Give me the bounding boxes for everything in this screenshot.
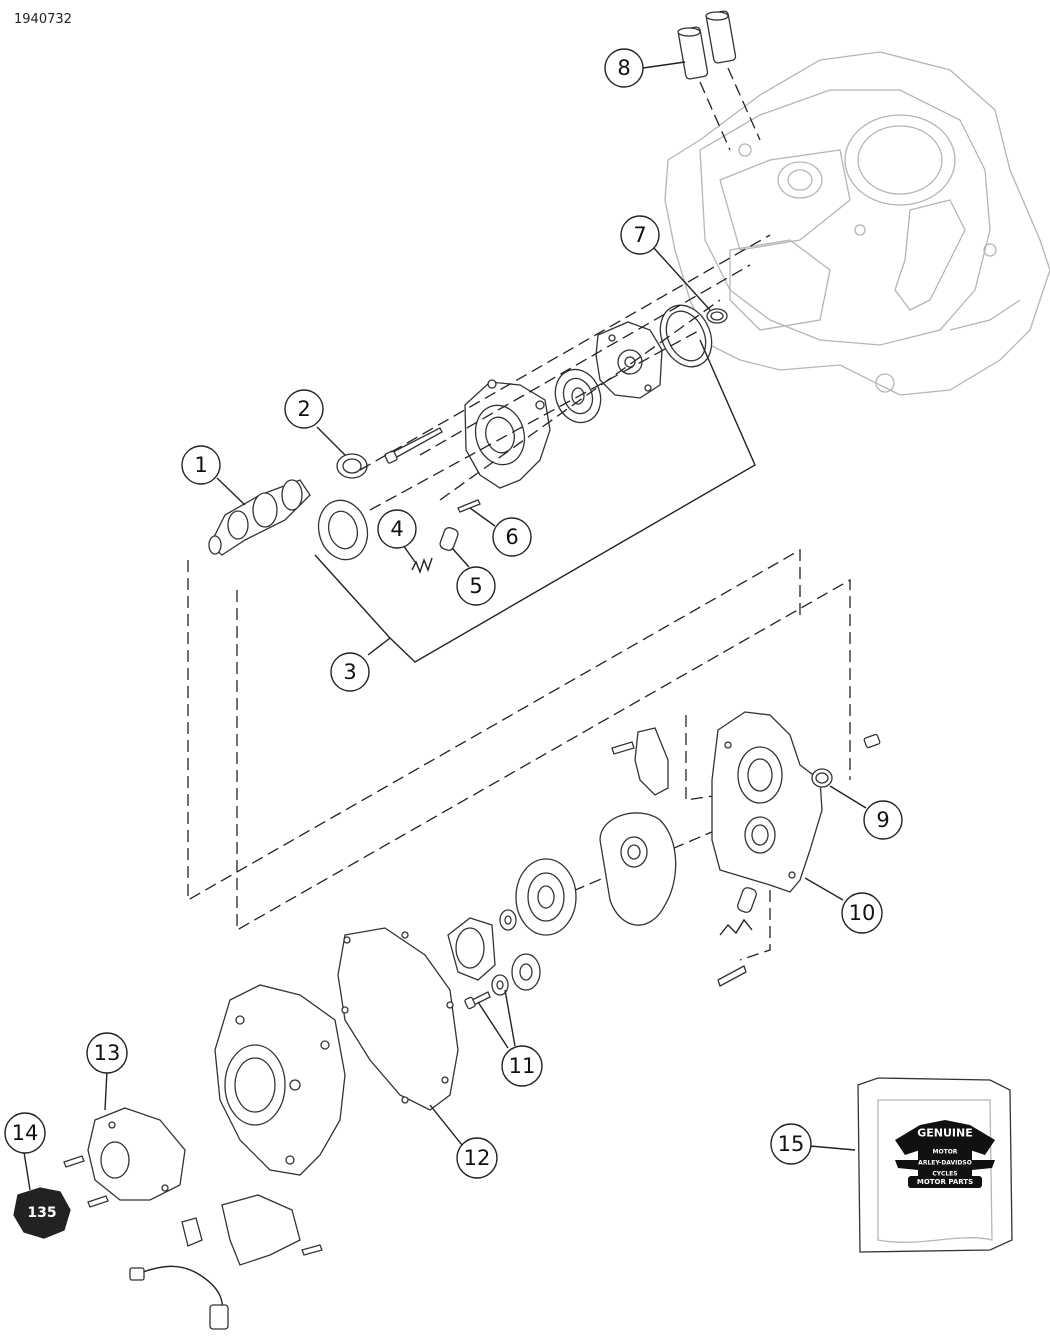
camshaft: [208, 479, 311, 556]
displacement-badge: 135: [13, 1187, 71, 1239]
callout-12: 12: [456, 1137, 498, 1179]
callout-8: 8: [604, 48, 644, 88]
callout-6: 6: [492, 517, 532, 557]
spacer-washer: [499, 909, 517, 931]
outer-trim-cover: [87, 1107, 186, 1201]
plug-fitting: [863, 733, 881, 749]
assembly-dash-lines: [187, 234, 851, 961]
svg-text:14: 14: [12, 1121, 39, 1145]
relief-spring: [411, 557, 433, 575]
callout-14: 14: [4, 1112, 46, 1154]
crank-sprocket: [511, 953, 541, 991]
svg-text:HARLEY-DAVIDSON: HARLEY-DAVIDSON: [913, 1160, 977, 1167]
svg-text:8: 8: [617, 56, 630, 80]
plate-o-ring: [811, 768, 833, 788]
callout-5: 5: [456, 566, 496, 606]
oil-pump-cover: [595, 321, 663, 399]
svg-text:7: 7: [633, 223, 646, 247]
pump-bolt: [384, 427, 443, 464]
callout-3: 3: [330, 652, 370, 692]
svg-text:10: 10: [849, 901, 876, 925]
svg-text:13: 13: [94, 1041, 121, 1065]
svg-text:MOTOR PARTS: MOTOR PARTS: [917, 1178, 973, 1186]
washer-11: [491, 974, 509, 996]
badge-text: 135: [27, 1205, 56, 1221]
svg-text:5: 5: [469, 574, 482, 598]
oil-pump-body: [464, 379, 551, 489]
callout-13: 13: [86, 1032, 128, 1074]
leader-lines: [23, 61, 867, 1191]
chain-tensioner: [611, 727, 669, 796]
dowel-pin: [457, 499, 481, 513]
svg-text:9: 9: [876, 808, 889, 832]
bolt-11: [464, 991, 491, 1010]
rotor-cup: [447, 917, 496, 981]
hydraulic-lifters: [677, 10, 761, 151]
diagram-id-label: 1940732: [14, 12, 72, 27]
callout-11: 11: [501, 1045, 543, 1087]
pump-inner-gear: [317, 499, 369, 561]
sensor-shield: [221, 1194, 301, 1266]
pump-seal-ring: [659, 304, 713, 368]
cam-support-plate: [711, 711, 823, 893]
cam-drive-chain: [599, 812, 677, 926]
cam-cover: [214, 984, 346, 1176]
callout-2: 2: [284, 389, 324, 429]
svg-text:15: 15: [778, 1132, 805, 1156]
svg-text:11: 11: [509, 1054, 536, 1078]
callout-15: 15: [770, 1123, 812, 1165]
callout-4: 4: [377, 509, 417, 549]
callout-1: 1: [181, 445, 221, 485]
cam-position-sensor: [129, 1217, 229, 1330]
lower-spring: [719, 887, 757, 936]
callout-9: 9: [863, 800, 903, 840]
o-ring-small: [706, 308, 728, 324]
trim-screw-lower: [87, 1195, 109, 1208]
genuine-parts-box: GENUINE MOTOR HARLEY-DAVIDSON CYCLES MOT…: [857, 1077, 1013, 1253]
cam-sprocket: [515, 858, 577, 936]
lower-bolt: [717, 965, 747, 987]
genuine-motor-parts-logo: GENUINE MOTOR HARLEY-DAVIDSON CYCLES MOT…: [895, 1120, 995, 1188]
svg-text:2: 2: [297, 397, 310, 421]
trim-screw-upper: [63, 1155, 85, 1168]
svg-text:MOTOR: MOTOR: [933, 1149, 958, 1156]
cover-gasket: [337, 927, 459, 1111]
svg-text:CYCLES: CYCLES: [932, 1171, 957, 1178]
cam-bearing: [336, 453, 368, 479]
crankcase-ghost: [664, 51, 1050, 396]
shield-screw: [301, 1244, 323, 1256]
relief-valve: [439, 527, 459, 551]
callout-7: 7: [620, 215, 660, 255]
svg-text:3: 3: [343, 660, 356, 684]
svg-text:GENUINE: GENUINE: [917, 1127, 973, 1140]
svg-text:6: 6: [505, 525, 518, 549]
svg-text:1: 1: [194, 453, 207, 477]
svg-text:4: 4: [390, 517, 403, 541]
svg-text:12: 12: [464, 1146, 491, 1170]
callout-10: 10: [841, 892, 883, 934]
